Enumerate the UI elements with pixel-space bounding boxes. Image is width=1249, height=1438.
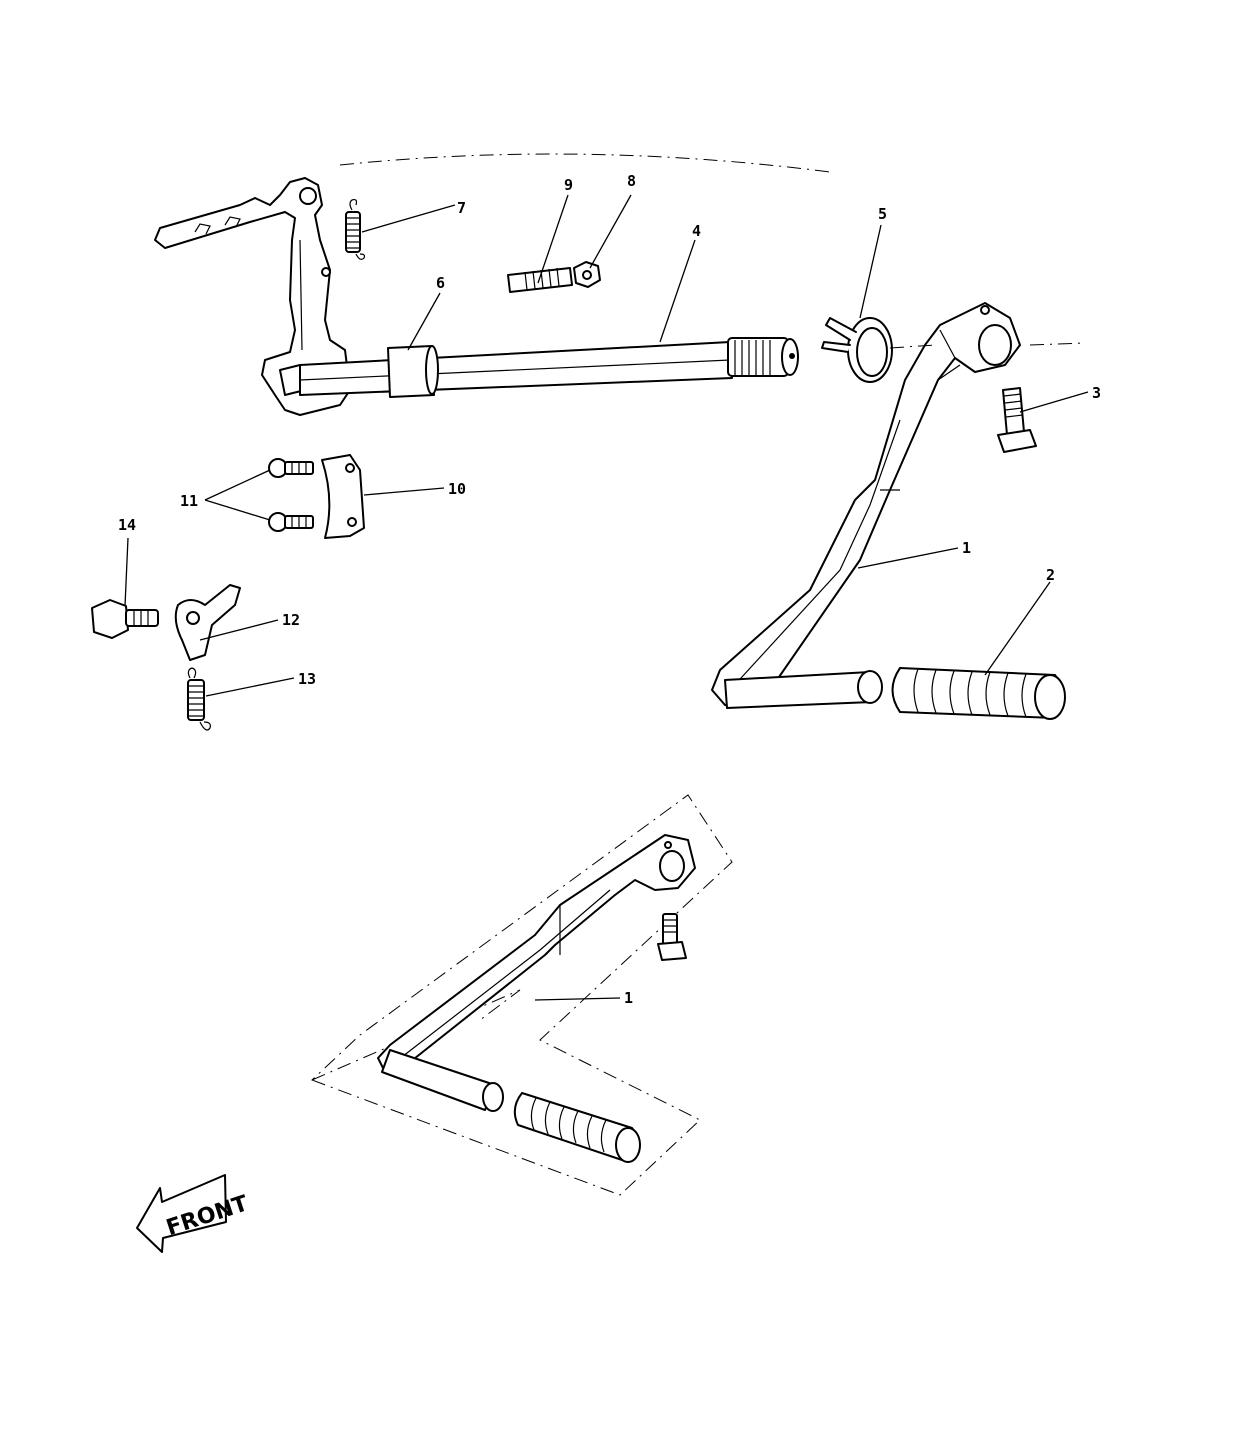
- callout-1-lower: 1: [624, 989, 633, 1007]
- leader-lines: [124, 194, 1089, 1001]
- shift-pedal-upper: [711, 302, 1021, 709]
- retainer-plate: [321, 454, 365, 539]
- callout-2: 2: [1046, 566, 1055, 584]
- shift-pedal-lower: [377, 834, 696, 1112]
- callout-6: 6: [436, 274, 445, 292]
- callout-5: 5: [878, 205, 887, 223]
- guide-line-mid: [889, 344, 936, 349]
- circlip: [821, 317, 893, 383]
- part-number-labels: 7 9 8 4 5 6 3 11 10 14 12 13 1 2 1: [118, 172, 1101, 1007]
- shift-shaft: [299, 337, 799, 398]
- return-spring-upper: [345, 198, 366, 260]
- reference-arc: [339, 153, 831, 173]
- pedal-clamp-bolt-lower: [657, 913, 687, 961]
- lock-nut: [573, 261, 601, 288]
- front-direction-arrow: FRONT: [136, 1174, 251, 1253]
- callout-12: 12: [282, 611, 300, 629]
- pedal-rubber-upper: [891, 667, 1066, 720]
- callout-9: 9: [564, 176, 573, 194]
- alternate-part-outline: [311, 794, 733, 1196]
- return-spring-lower: [187, 667, 211, 731]
- callout-7: 7: [457, 199, 466, 217]
- callout-3: 3: [1092, 384, 1101, 402]
- retainer-screws: [268, 458, 314, 532]
- stopper-arm: [174, 584, 241, 661]
- pivot-bolt: [91, 599, 159, 639]
- stopper-bolt: [507, 267, 573, 293]
- pedal-clamp-bolt: [997, 387, 1037, 453]
- callout-4: 4: [692, 222, 701, 240]
- callout-8: 8: [627, 172, 636, 190]
- guide-line-right: [1029, 342, 1086, 346]
- pedal-rubber-lower: [513, 1092, 641, 1163]
- callout-1-upper: 1: [962, 539, 971, 557]
- callout-13: 13: [298, 670, 316, 688]
- callout-14: 14: [118, 516, 136, 534]
- callout-11: 11: [180, 492, 198, 510]
- callout-10: 10: [448, 480, 466, 498]
